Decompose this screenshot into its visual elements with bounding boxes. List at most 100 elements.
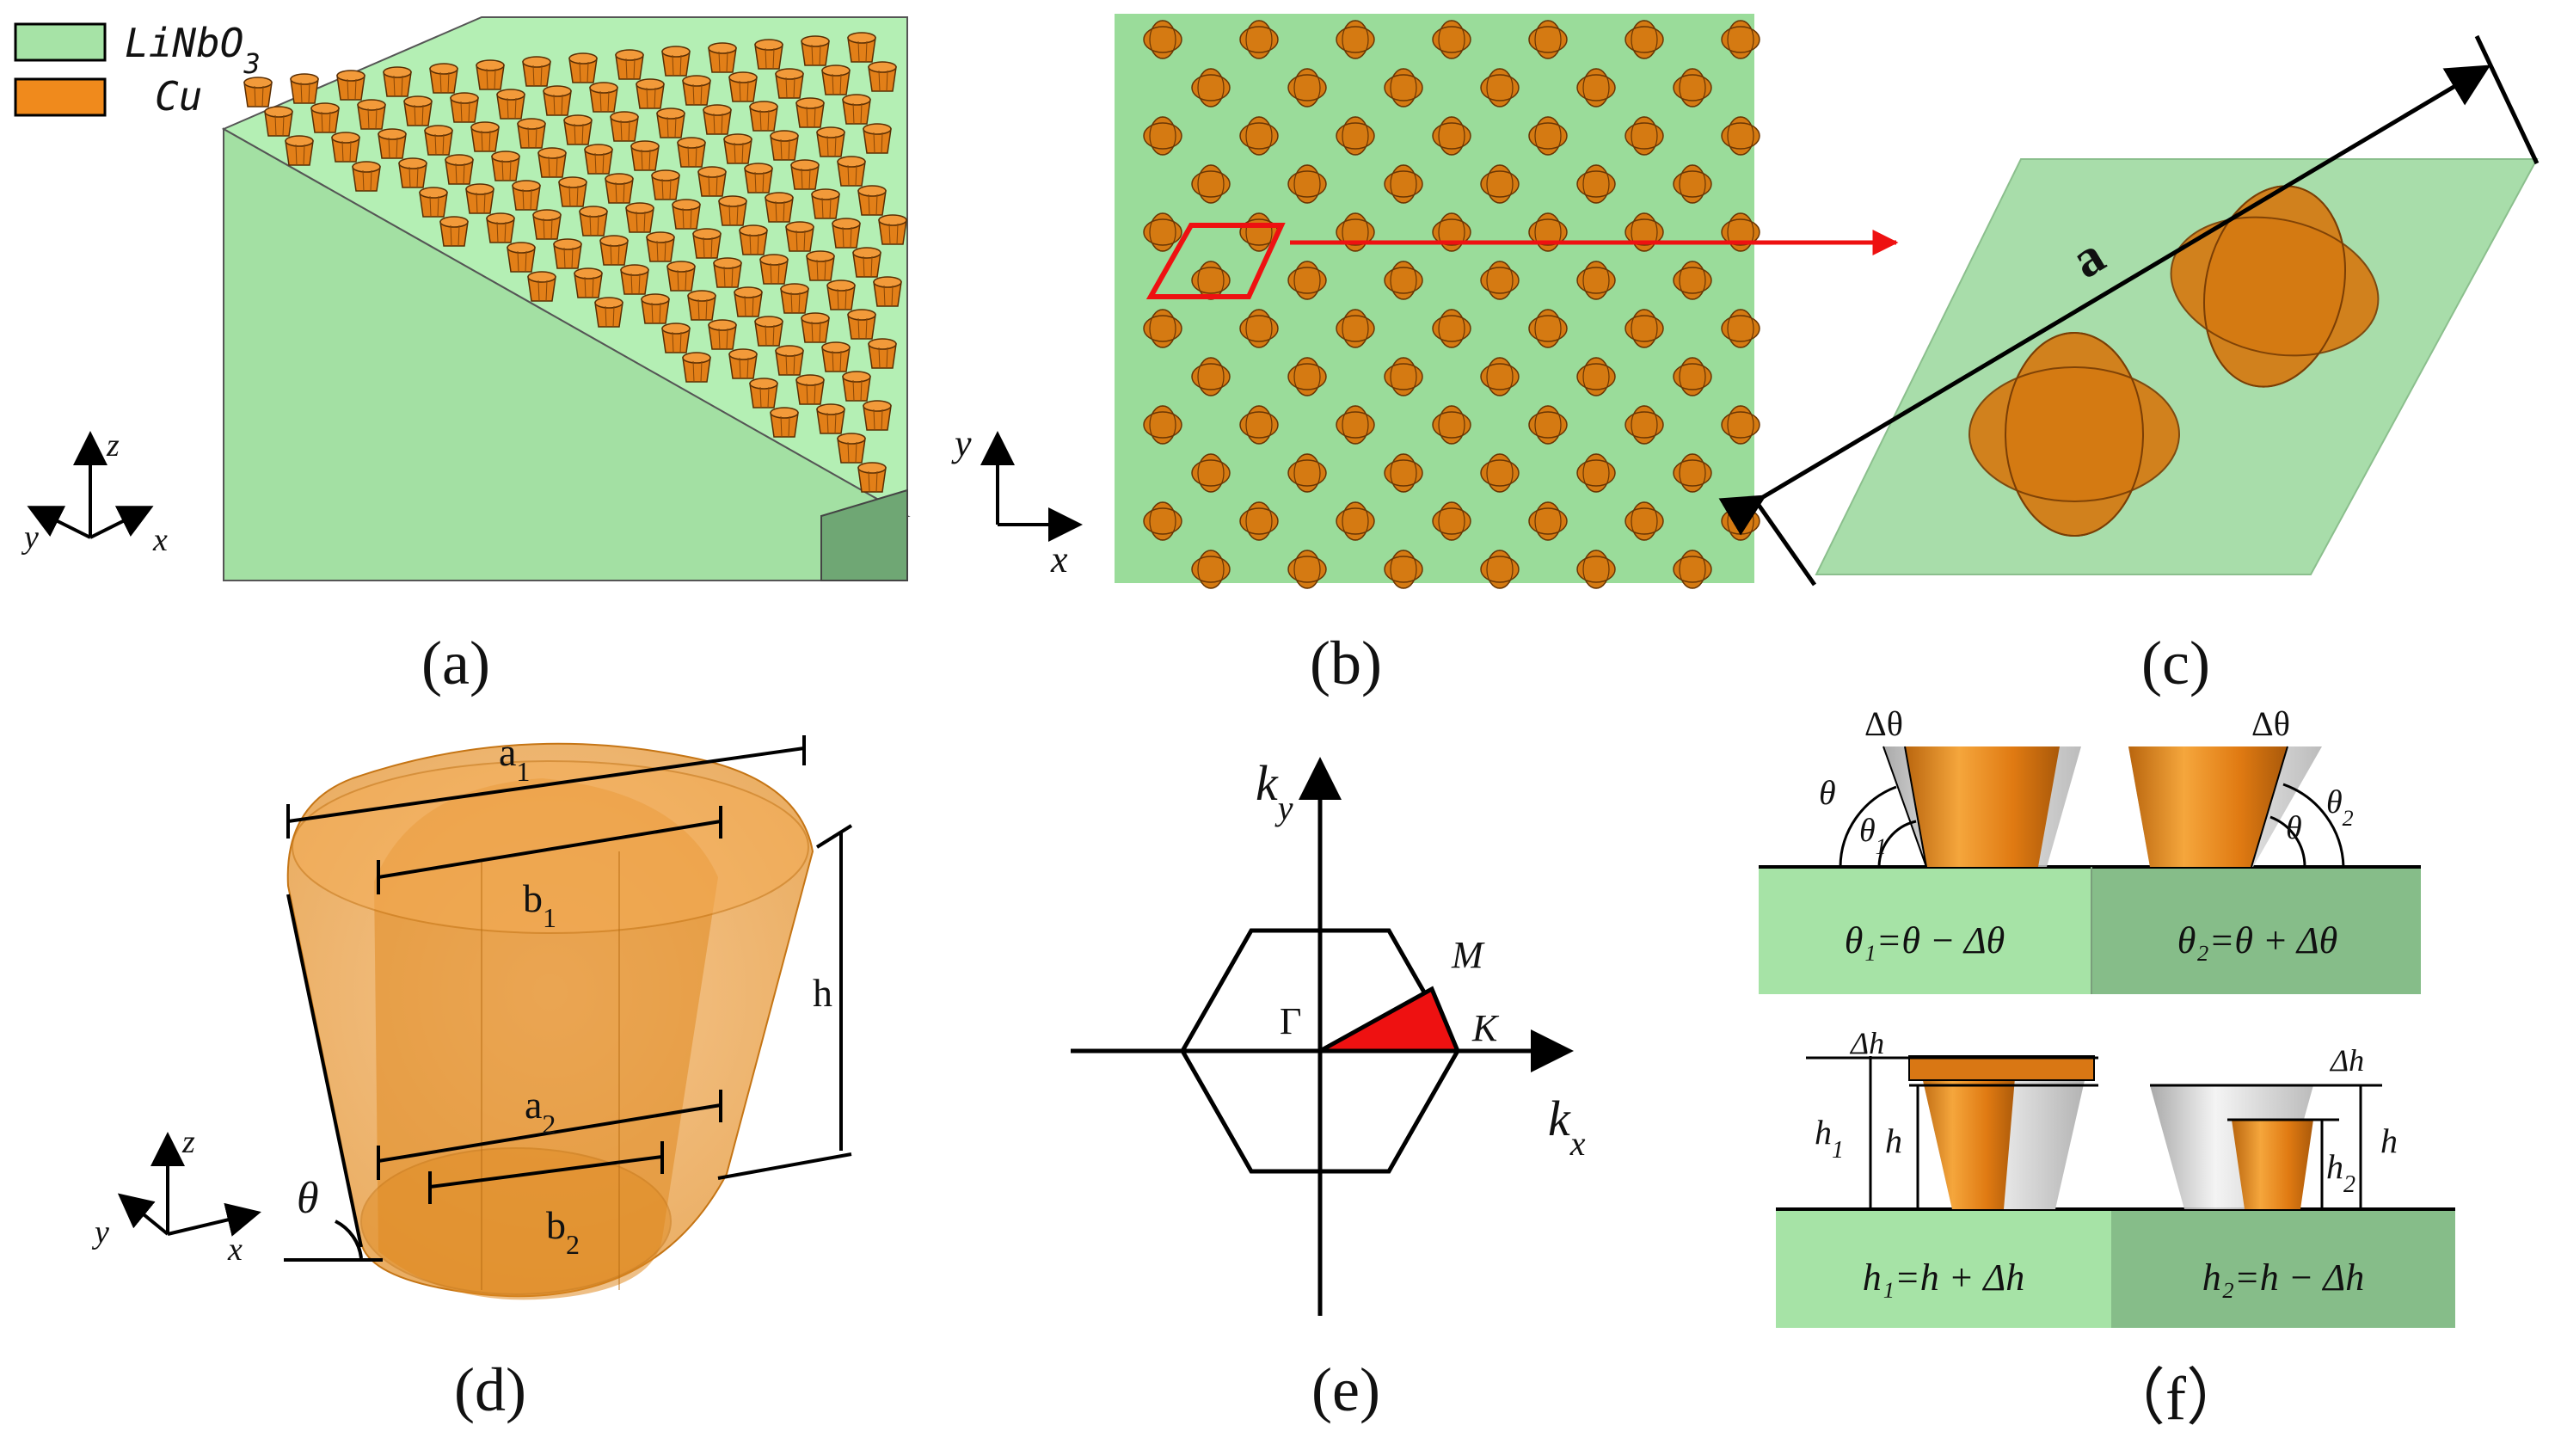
pillar-top bbox=[1576, 164, 1616, 204]
panel-f-tr-formula: θ₂=θ + Δθ bbox=[2177, 919, 2338, 961]
pillar-3d bbox=[568, 52, 598, 83]
pillar-3d bbox=[713, 257, 742, 288]
legend-swatch-cu bbox=[14, 77, 107, 117]
pillar-top bbox=[1673, 261, 1712, 300]
panel-e-irreducible-zone bbox=[1311, 986, 1461, 1054]
pillar-top bbox=[1528, 405, 1568, 445]
pillar-3d bbox=[780, 283, 809, 314]
pillar-3d bbox=[821, 65, 851, 95]
pillar-3d bbox=[749, 378, 778, 409]
panel-e: ky kx Γ M K (e) bbox=[1071, 755, 1586, 1424]
pillar-3d bbox=[594, 297, 623, 328]
panel-b-axis-x: x bbox=[1050, 538, 1068, 581]
pillar-3d bbox=[357, 99, 386, 130]
legend: LiNbO3 Cu bbox=[14, 20, 261, 120]
panel-f-tl-theta1: θ1 bbox=[1859, 813, 1887, 859]
pillar-top bbox=[1432, 501, 1471, 541]
pillar-top bbox=[1384, 68, 1423, 108]
pillar-top bbox=[1191, 453, 1231, 493]
pillar-top bbox=[1384, 550, 1423, 589]
pillar-3d bbox=[754, 39, 783, 70]
pillar-3d bbox=[816, 403, 845, 434]
pillar-3d bbox=[697, 166, 727, 197]
pillar-3d bbox=[847, 309, 876, 340]
pillar-3d bbox=[677, 137, 706, 168]
pillar-3d bbox=[868, 338, 897, 369]
pillar-3d bbox=[439, 216, 469, 247]
pillar-top bbox=[1480, 68, 1520, 108]
pillar-top bbox=[1432, 20, 1471, 59]
pillar-3d bbox=[847, 32, 876, 63]
pillar-3d bbox=[352, 161, 381, 192]
pillar-top bbox=[1239, 501, 1279, 541]
panel-e-label-kx: kx bbox=[1548, 1090, 1586, 1163]
panel-f-br-dh: Δh bbox=[2329, 1043, 2364, 1078]
pillar-top bbox=[1625, 501, 1664, 541]
pillar-3d bbox=[630, 140, 660, 171]
pillar-top bbox=[1480, 261, 1520, 300]
pillar-top bbox=[1384, 453, 1423, 493]
pillar-3d bbox=[666, 261, 696, 292]
pillar-3d bbox=[703, 104, 732, 135]
panel-a-axis-y: y bbox=[21, 519, 39, 556]
pillar-3d bbox=[383, 66, 412, 97]
pillar-top bbox=[1191, 68, 1231, 108]
pillar-3d bbox=[754, 316, 783, 347]
pillar-top bbox=[1143, 116, 1182, 156]
pillar-top bbox=[1576, 68, 1616, 108]
pillar-3d bbox=[403, 95, 433, 126]
panel-f-bl-formula: h₁=h + Δh bbox=[1863, 1256, 2025, 1299]
pillar-3d bbox=[661, 46, 691, 77]
pillar-top bbox=[1336, 116, 1375, 156]
pillar-3d bbox=[672, 199, 701, 230]
pillar-top bbox=[1143, 309, 1182, 348]
panel-d-label-b2: b2 bbox=[546, 1203, 580, 1260]
panel-f-tl-dtheta: Δθ bbox=[1864, 704, 1903, 743]
panel-d-axis-y: y bbox=[91, 1214, 109, 1250]
pillar-3d bbox=[842, 371, 871, 402]
pillar-3d bbox=[636, 78, 665, 109]
pillar-top bbox=[1576, 550, 1616, 589]
pillar-3d bbox=[264, 106, 293, 137]
pillar-top bbox=[1480, 164, 1520, 204]
panel-a-axes bbox=[27, 431, 154, 539]
pillar-3d bbox=[785, 221, 814, 252]
panel-f-bl-h1: h1 bbox=[1815, 1113, 1844, 1164]
panel-f-theta-variation bbox=[1759, 746, 2421, 994]
panel-b-unit-cell-outline bbox=[1145, 223, 1286, 299]
pillar-3d bbox=[770, 130, 799, 161]
pillar-3d bbox=[682, 352, 711, 383]
pillar-3d bbox=[682, 75, 711, 106]
pillar-top bbox=[1191, 550, 1231, 589]
pillar-3d bbox=[837, 156, 866, 187]
panel-f-br-h: h bbox=[2380, 1121, 2398, 1160]
pillar-top bbox=[1336, 501, 1375, 541]
pillar-3d bbox=[605, 173, 634, 204]
pillar-3d bbox=[465, 183, 494, 214]
pillar-top bbox=[1625, 116, 1664, 156]
pillar-3d bbox=[646, 231, 675, 262]
panel-f-tr-theta2: θ2 bbox=[2326, 784, 2354, 831]
pillar-3d bbox=[739, 224, 768, 255]
pillar-3d bbox=[857, 185, 887, 216]
pillar-3d bbox=[429, 63, 458, 94]
pillar-3d bbox=[816, 126, 845, 157]
pillar-top bbox=[1480, 550, 1520, 589]
pillar-3d bbox=[310, 102, 340, 133]
panel-f-br-h2: h2 bbox=[2326, 1147, 2355, 1198]
pillar-3d bbox=[419, 187, 448, 218]
panel-b-axis-y: y bbox=[951, 422, 972, 464]
pillar-top bbox=[1576, 261, 1616, 300]
pillar-3d bbox=[651, 169, 680, 200]
panel-e-label-ky: ky bbox=[1256, 755, 1293, 827]
pillar-top bbox=[1432, 116, 1471, 156]
pillar-top bbox=[1528, 20, 1568, 59]
pillar-3d bbox=[527, 271, 556, 302]
pillar-3d bbox=[852, 247, 881, 278]
pillar-3d bbox=[790, 159, 820, 190]
pillar-top bbox=[1143, 20, 1182, 59]
pillar-3d bbox=[863, 123, 892, 154]
pillar-3d bbox=[837, 433, 866, 464]
pillar-top bbox=[1576, 357, 1616, 396]
